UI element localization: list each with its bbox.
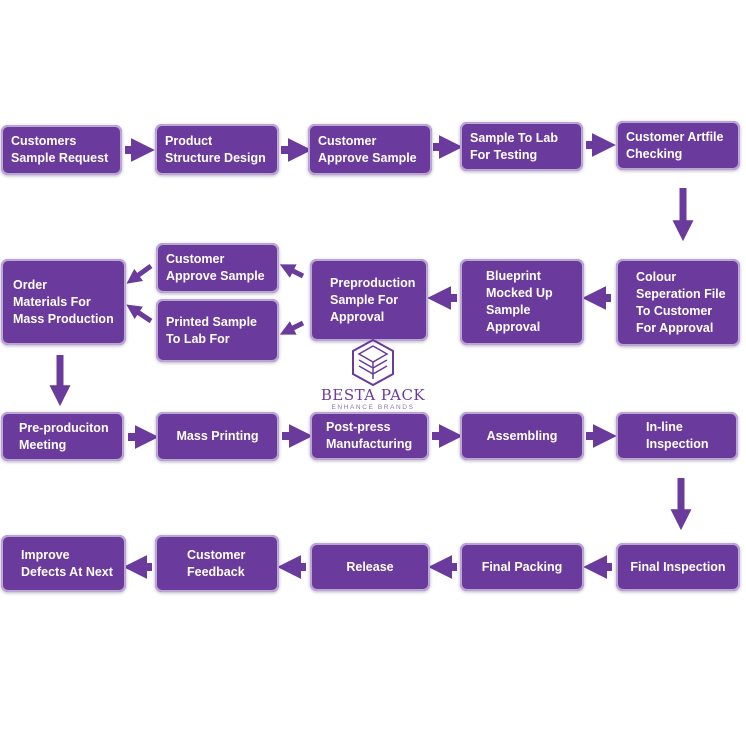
step-label: Customer Artfile Checking (626, 129, 724, 161)
step-label: Final Inspection (630, 559, 726, 574)
step-final-inspection: Final Inspection (616, 543, 740, 591)
step-product-structure-design: Product Structure Design (155, 124, 279, 175)
step-label: Mass Printing (176, 429, 259, 443)
arrow-diag-down-left (126, 304, 153, 324)
step-pre-production-meeting: Pre-produciton Meeting (1, 412, 124, 461)
step-customer-artfile-checking: Customer Artfile Checking (616, 121, 740, 170)
step-post-press-manufacturing: Post-press Manufacturing (310, 412, 429, 460)
arrow-diag-up-left (279, 264, 305, 279)
step-label: Pre-produciton Meeting (19, 420, 109, 452)
step-label: Printed Sample To Lab For (166, 314, 257, 346)
arrow-diag-down-left (279, 320, 305, 335)
step-customer-feedback: Customer Feedback (155, 535, 279, 592)
step-label: Improve Defects At Next (21, 547, 113, 579)
step-label: Sample To Lab For Testing (470, 130, 558, 162)
step-label: Preproduction Sample For Approval (330, 275, 416, 324)
step-label: Order Materials For Mass Production (13, 277, 114, 326)
step-label: Release (346, 559, 394, 574)
step-customers-sample-request: Customers Sample Request (1, 125, 122, 175)
logo-name: BESTA PACK (320, 386, 426, 404)
step-label: Customers Sample Request (11, 134, 109, 165)
step-label: Colour Seperation File To Customer For A… (636, 269, 726, 335)
step-preproduction-sample: Preproduction Sample For Approval (310, 259, 428, 341)
step-label: Customer Approve Sample (166, 252, 265, 283)
step-release: Release (310, 543, 430, 591)
step-label: Final Packing (481, 559, 563, 574)
step-label: Post-press Manufacturing (326, 420, 413, 451)
step-mass-printing: Mass Printing (156, 412, 279, 461)
step-label: Blueprint Mocked Up Sample Approval (486, 269, 553, 334)
step-label: Customer Approve Sample (318, 133, 417, 165)
step-colour-seperation-file: Colour Seperation File To Customer For A… (616, 259, 740, 346)
step-order-materials: Order Materials For Mass Production (1, 259, 126, 345)
step-label: Product Structure Design (165, 133, 266, 165)
step-final-packing: Final Packing (460, 543, 584, 591)
step-customer-approve-sample: Customer Approve Sample (308, 124, 432, 175)
step-customer-approve-sample-2: Customer Approve Sample (156, 243, 279, 293)
step-printed-sample-to-lab: Printed Sample To Lab For (156, 299, 279, 362)
step-label: Customer Feedback (187, 547, 246, 579)
step-improve-defects: Improve Defects At Next (1, 535, 126, 592)
arrow-diag-up-left (126, 263, 153, 284)
step-in-line-inspection: In-line Inspection (616, 412, 738, 460)
step-assembling: Assembling (460, 412, 584, 460)
box-logo-icon (352, 338, 394, 387)
step-blueprint-mocked-up: Blueprint Mocked Up Sample Approval (460, 259, 584, 345)
logo-tagline: ENHANCE BRANDS (331, 404, 415, 411)
step-label: Assembling (486, 428, 558, 443)
step-sample-to-lab-for-testing: Sample To Lab For Testing (460, 122, 583, 171)
besta-pack-logo: BESTA PACK ENHANCE BRANDS (318, 338, 428, 418)
step-label: In-line Inspection (646, 420, 709, 451)
